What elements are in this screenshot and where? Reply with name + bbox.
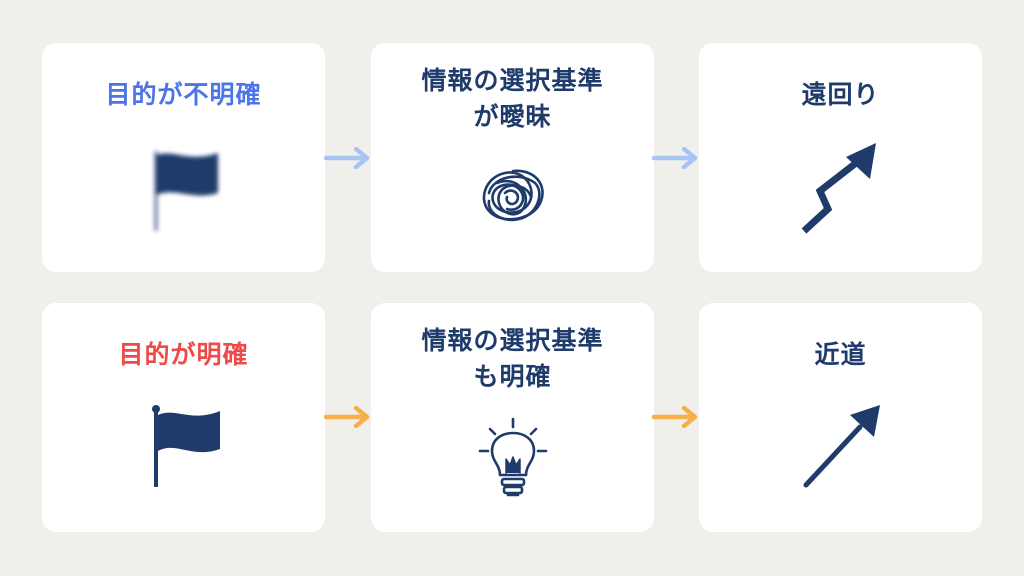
- arrow-1-2-unclear: [323, 146, 370, 170]
- label-criteria-clear-line2: も明確: [473, 362, 552, 391]
- label-criteria-line1: 情報の選択基準: [421, 66, 604, 95]
- straight-arrow-icon: [699, 401, 982, 491]
- arrow-2-3-clear: [651, 405, 698, 429]
- label-criteria-clear-line1: 情報の選択基準: [421, 326, 604, 355]
- card-result-detour: 遠回り: [699, 43, 982, 272]
- label-criteria-clear: 情報の選択基準 も明確: [371, 323, 654, 395]
- label-result-shortcut: 近道: [814, 340, 867, 369]
- card-goal-unclear: 目的が不明確: [42, 43, 325, 272]
- label-criteria-vague: 情報の選択基準 が曖昧: [371, 63, 654, 135]
- flag-icon: [42, 405, 325, 489]
- label-goal-unclear: 目的が不明確: [105, 80, 262, 109]
- label-criteria-line2: が曖昧: [473, 102, 552, 131]
- zigzag-arrow-icon: [699, 139, 982, 239]
- arrow-1-2-clear: [323, 405, 370, 429]
- label-result-detour: 遠回り: [801, 80, 880, 109]
- lightbulb-icon: [371, 417, 654, 501]
- card-result-shortcut: 近道: [699, 303, 982, 532]
- card-criteria-clear: 情報の選択基準 も明確: [371, 303, 654, 532]
- blurred-flag-icon: [42, 149, 325, 233]
- tangled-scribble-icon: [371, 163, 654, 229]
- card-criteria-vague: 情報の選択基準 が曖昧: [371, 43, 654, 272]
- card-goal-clear: 目的が明確: [42, 303, 325, 532]
- arrow-2-3-unclear: [651, 146, 698, 170]
- label-goal-clear: 目的が明確: [118, 340, 249, 369]
